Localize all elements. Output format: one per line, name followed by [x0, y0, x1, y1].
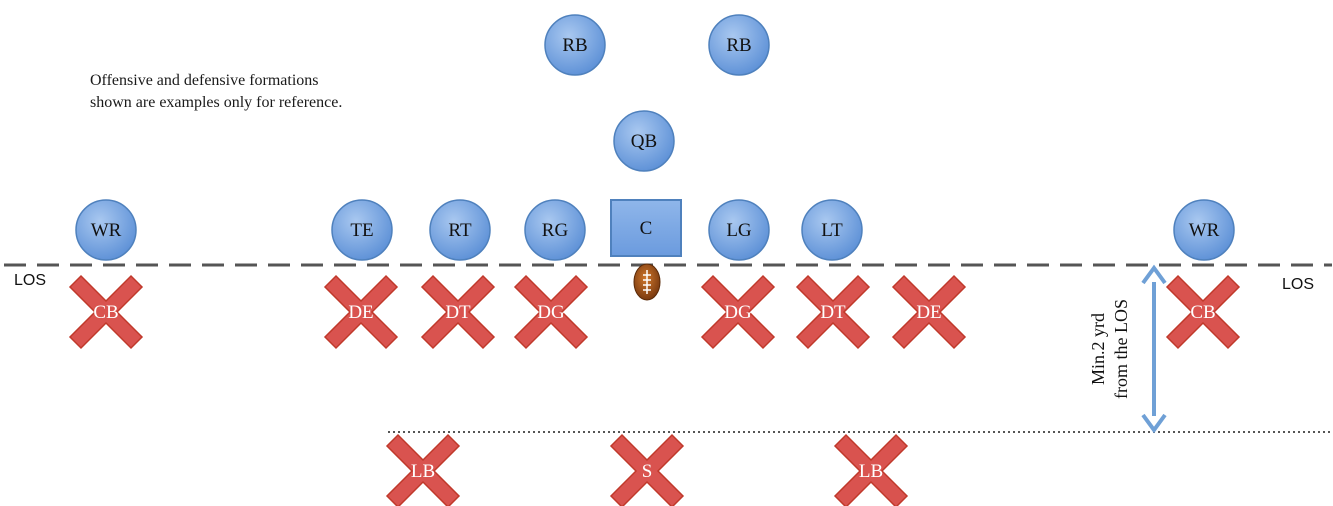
defense-player-s — [609, 433, 685, 506]
defense-label-s: S — [642, 461, 653, 482]
defense-label-dt-right: DT — [820, 302, 846, 323]
defense-player-de-left — [323, 274, 399, 350]
formation-note-line-2: shown are examples only for reference. — [90, 94, 343, 111]
offense-label-qb: QB — [631, 131, 657, 152]
defense-player-cb-left — [68, 274, 144, 350]
defense-player-dt-left — [420, 274, 496, 350]
offense-label-wr-left: WR — [91, 220, 122, 241]
formation-note: Offensive and defensive formations shown… — [90, 70, 342, 114]
formation-note-line-1: Offensive and defensive formations — [90, 72, 319, 89]
defense-label-cb-right: CB — [1190, 302, 1215, 323]
offense-player-rb-right — [708, 14, 770, 76]
defense-player-dg-right — [700, 274, 776, 350]
offense-label-rb-right: RB — [726, 35, 751, 56]
offense-label-rb-left: RB — [562, 35, 587, 56]
defense-label-dg-right: DG — [724, 302, 752, 323]
defense-player-lb-left — [385, 433, 461, 506]
offense-player-wr-left — [75, 199, 137, 261]
defense-player-lb-right — [833, 433, 909, 506]
offense-player-rb-left — [544, 14, 606, 76]
defense-label-de-right: DE — [916, 302, 941, 323]
offense-player-wr-right — [1173, 199, 1235, 261]
offense-label-lg: LG — [726, 220, 752, 241]
defense-label-lb-right: LB — [859, 461, 883, 482]
offense-player-qb — [613, 110, 675, 172]
defense-label-de-left: DE — [348, 302, 373, 323]
defense-label-lb-left: LB — [411, 461, 435, 482]
defense-label-dt-left: DT — [445, 302, 471, 323]
offense-player-lg — [708, 199, 770, 261]
los-label-right: LOS — [1282, 276, 1315, 293]
football-icon — [633, 263, 661, 301]
defense-player-dt-right — [795, 274, 871, 350]
offense-label-lt: LT — [821, 220, 843, 241]
offense-player-c — [610, 199, 682, 257]
defense-label-dg-left: DG — [537, 302, 565, 323]
offense-player-rg — [524, 199, 586, 261]
defense-label-cb-left: CB — [93, 302, 118, 323]
offense-label-c: C — [640, 218, 653, 239]
defense-player-de-right — [891, 274, 967, 350]
offense-label-wr-right: WR — [1189, 220, 1220, 241]
offense-label-te: TE — [350, 220, 373, 241]
min-distance-arrow — [1141, 264, 1167, 434]
offense-player-te — [331, 199, 393, 261]
measure-label-line-2: from the LOS — [1111, 299, 1131, 399]
measure-label-line-1: Min.2 yrd — [1088, 313, 1108, 385]
defense-player-cb-right — [1165, 274, 1241, 350]
los-label-left: LOS — [14, 272, 47, 289]
defense-player-dg-left — [513, 274, 589, 350]
offense-player-rt — [429, 199, 491, 261]
offense-player-lt — [801, 199, 863, 261]
offense-label-rt: RT — [448, 220, 472, 241]
offense-label-rg: RG — [542, 220, 569, 241]
